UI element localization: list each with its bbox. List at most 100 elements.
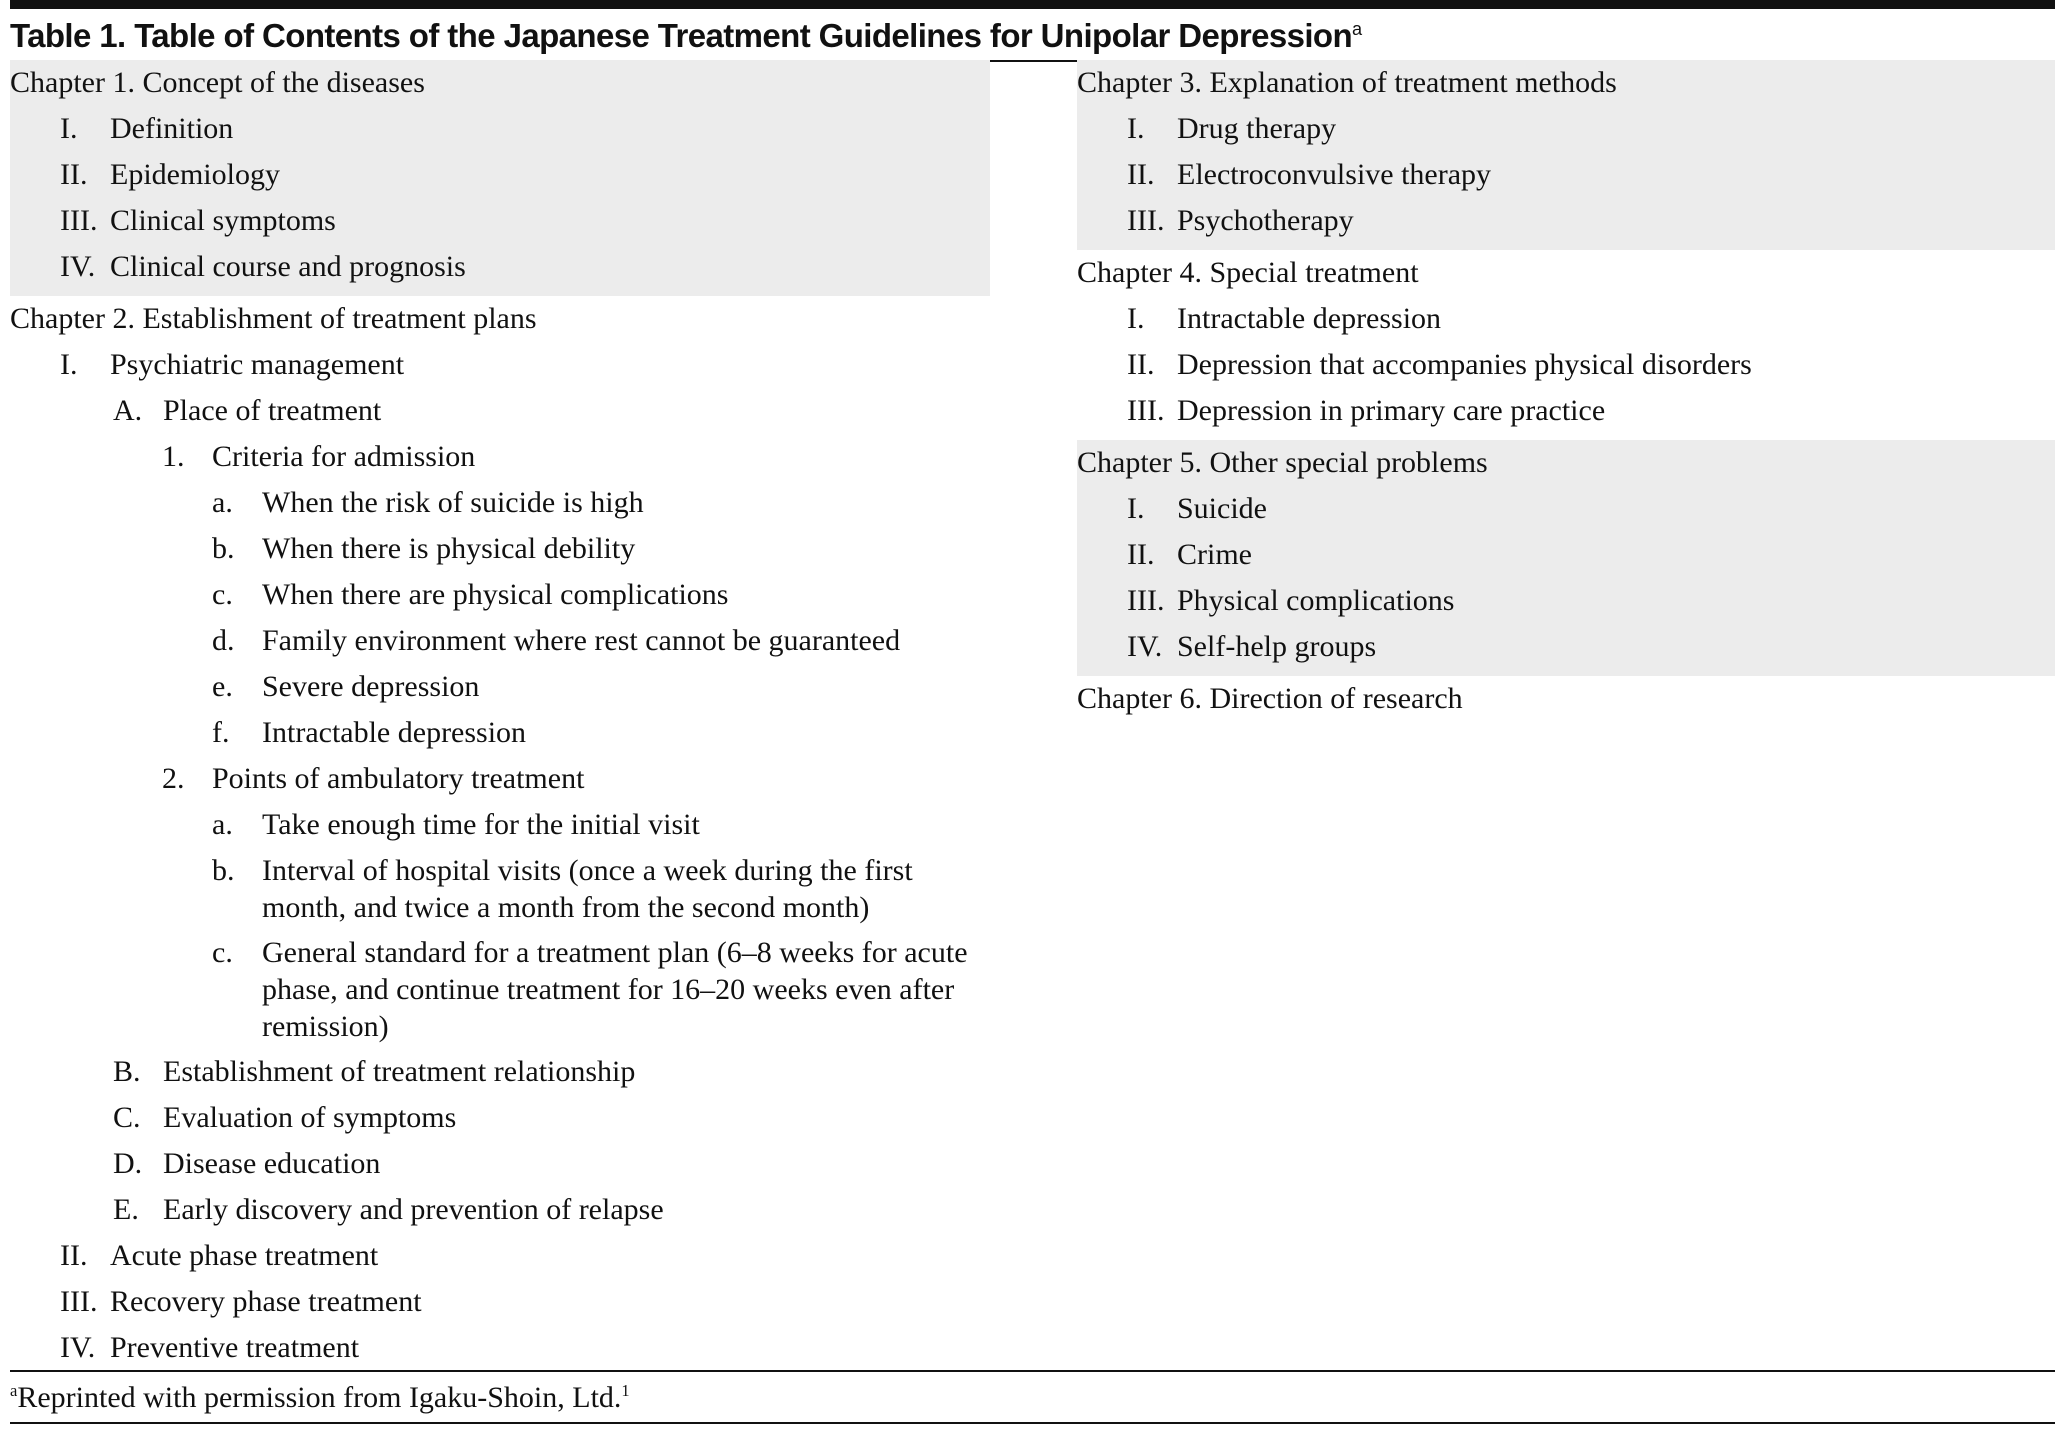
item-marker: II. xyxy=(60,1239,88,1272)
item-marker: E. xyxy=(113,1193,139,1226)
item-text: Definition xyxy=(110,112,234,145)
item-text: Depression that accompanies physical dis… xyxy=(1177,348,1752,381)
item-text: Drug therapy xyxy=(1177,112,1337,145)
item-marker: I. xyxy=(60,112,78,145)
item-text: Severe depression xyxy=(262,670,480,703)
chapter-6: Chapter 6. Direction of research xyxy=(1077,676,2055,728)
item-marker: I. xyxy=(1127,302,1145,335)
list-item: b.When there is physical debility xyxy=(10,526,990,572)
chapter-title: Chapter 6. Direction of research xyxy=(1077,682,1463,715)
item-text: Epidemiology xyxy=(110,158,280,191)
item-marker: C. xyxy=(113,1101,141,1134)
item-marker: I. xyxy=(60,348,78,381)
item-marker: III. xyxy=(60,204,98,237)
chapter-2: Chapter 2. Establishment of treatment pl… xyxy=(10,296,990,1377)
chapter-title: Chapter 3. Explanation of treatment meth… xyxy=(1077,66,1617,99)
list-item: III. Physical complications xyxy=(1077,578,2055,624)
list-item: 1.Criteria for admission xyxy=(10,434,990,480)
list-item: I.Suicide xyxy=(1077,486,2055,532)
item-marker: III. xyxy=(1127,394,1165,427)
item-marker: a. xyxy=(212,808,233,841)
footer-rule-bottom xyxy=(10,1422,2055,1424)
item-marker: II. xyxy=(1127,538,1155,571)
item-text: Place of treatment xyxy=(163,394,382,427)
item-marker: A. xyxy=(113,394,143,427)
item-marker: I. xyxy=(1127,112,1145,145)
footnote-marker: a xyxy=(10,1381,18,1400)
list-item: II. Electroconvulsive therapy xyxy=(1077,152,2055,198)
footer-rule-top xyxy=(10,1370,2055,1372)
item-marker: 2. xyxy=(162,762,185,795)
item-marker: 1. xyxy=(162,440,185,473)
list-item: c.General standard for a treatment plan … xyxy=(10,930,990,1049)
item-marker: c. xyxy=(212,578,233,611)
list-item: A. Place of treatment xyxy=(10,388,990,434)
list-item: IV.Self-help groups xyxy=(1077,624,2055,670)
list-item: f. Intractable depression xyxy=(10,710,990,756)
item-marker: II. xyxy=(1127,158,1155,191)
chapter-title: Chapter 4. Special treatment xyxy=(1077,256,1419,289)
item-text: Intractable depression xyxy=(1177,302,1442,335)
item-marker: a. xyxy=(212,486,233,519)
chapter-title: Chapter 5. Other special problems xyxy=(1077,446,1488,479)
list-item: B. Establishment of treatment relationshi… xyxy=(10,1049,990,1095)
item-text: Evaluation of symptoms xyxy=(163,1101,457,1134)
item-marker: IV. xyxy=(60,250,96,283)
list-item: I. Psychiatric management xyxy=(10,342,990,388)
list-item: a. Take enough time for the initial visit xyxy=(10,802,990,848)
item-text: When there is physical debility xyxy=(262,532,636,565)
list-item: 2. Points of ambulatory treatment xyxy=(10,756,990,802)
item-text: Physical complications xyxy=(1177,584,1455,617)
list-item: II. Acute phase treatment xyxy=(10,1233,990,1279)
chapter-title: Chapter 2. Establishment of treatment pl… xyxy=(10,302,537,335)
chapter-1: Chapter 1. Concept of the diseases I. Def… xyxy=(10,60,990,296)
item-marker: f. xyxy=(212,716,230,749)
item-marker: III. xyxy=(1127,584,1165,617)
title-footnote-marker: a xyxy=(1352,19,1362,39)
list-item: C. Evaluation of symptoms xyxy=(10,1095,990,1141)
item-text: Establishment of treatment relationship xyxy=(163,1055,636,1088)
item-text: Clinical course and prognosis xyxy=(110,250,466,283)
item-text: Take enough time for the initial visit xyxy=(262,808,700,841)
item-text: Clinical symptoms xyxy=(110,204,336,237)
list-item: II. Crime xyxy=(1077,532,2055,578)
list-item: d.Family environment where rest cannot b… xyxy=(10,618,990,664)
list-item: II. Depression that accompanies physical … xyxy=(1077,342,2055,388)
item-text: Acute phase treatment xyxy=(110,1239,379,1272)
right-column: Chapter 3. Explanation of treatment meth… xyxy=(1077,60,2055,728)
chapter-3: Chapter 3. Explanation of treatment meth… xyxy=(1077,60,2055,250)
list-item: e. Severe depression xyxy=(10,664,990,710)
item-marker: e. xyxy=(212,670,233,703)
item-text: When there are physical complications xyxy=(262,578,729,611)
list-item: I. Definition xyxy=(10,106,990,152)
item-text: Electroconvulsive therapy xyxy=(1177,158,1492,191)
item-marker: III. xyxy=(1127,204,1165,237)
item-text: Crime xyxy=(1177,538,1252,571)
item-marker: III. xyxy=(60,1285,98,1318)
chapter-title: Chapter 1. Concept of the diseases xyxy=(10,66,425,99)
item-text: Intractable depression xyxy=(262,716,527,749)
table-top-rule xyxy=(10,0,2055,9)
item-marker: B. xyxy=(113,1055,141,1088)
item-text: When the risk of suicide is high xyxy=(262,486,644,519)
item-text: Early discovery and prevention of relaps… xyxy=(163,1193,664,1226)
list-item: III.Psychotherapy xyxy=(1077,198,2055,244)
table-footnote: aReprinted with permission from Igaku-Sh… xyxy=(10,1378,630,1418)
item-marker: II. xyxy=(60,158,88,191)
list-item: IV.Preventive treatment xyxy=(10,1325,990,1371)
item-text: Family environment where rest cannot be … xyxy=(262,624,901,657)
item-marker: D. xyxy=(113,1147,143,1180)
item-text: Interval of hospital visits (once a week… xyxy=(262,854,913,924)
item-marker: II. xyxy=(1127,348,1155,381)
item-text: Points of ambulatory treatment xyxy=(212,762,585,795)
item-text: Disease education xyxy=(163,1147,381,1180)
list-item: IV. Clinical course and prognosis xyxy=(10,244,990,290)
list-item: a. When the risk of suicide is high xyxy=(10,480,990,526)
chapter-4: Chapter 4. Special treatment I. Intractab… xyxy=(1077,250,2055,440)
list-item: III. Clinical symptoms xyxy=(10,198,990,244)
item-text: Recovery phase treatment xyxy=(110,1285,422,1318)
footnote-text: Reprinted with permission from Igaku-Sho… xyxy=(17,1381,622,1414)
item-marker: b. xyxy=(212,854,235,887)
item-text: General standard for a treatment plan (6… xyxy=(262,936,968,1043)
item-text: Psychiatric management xyxy=(110,348,405,381)
